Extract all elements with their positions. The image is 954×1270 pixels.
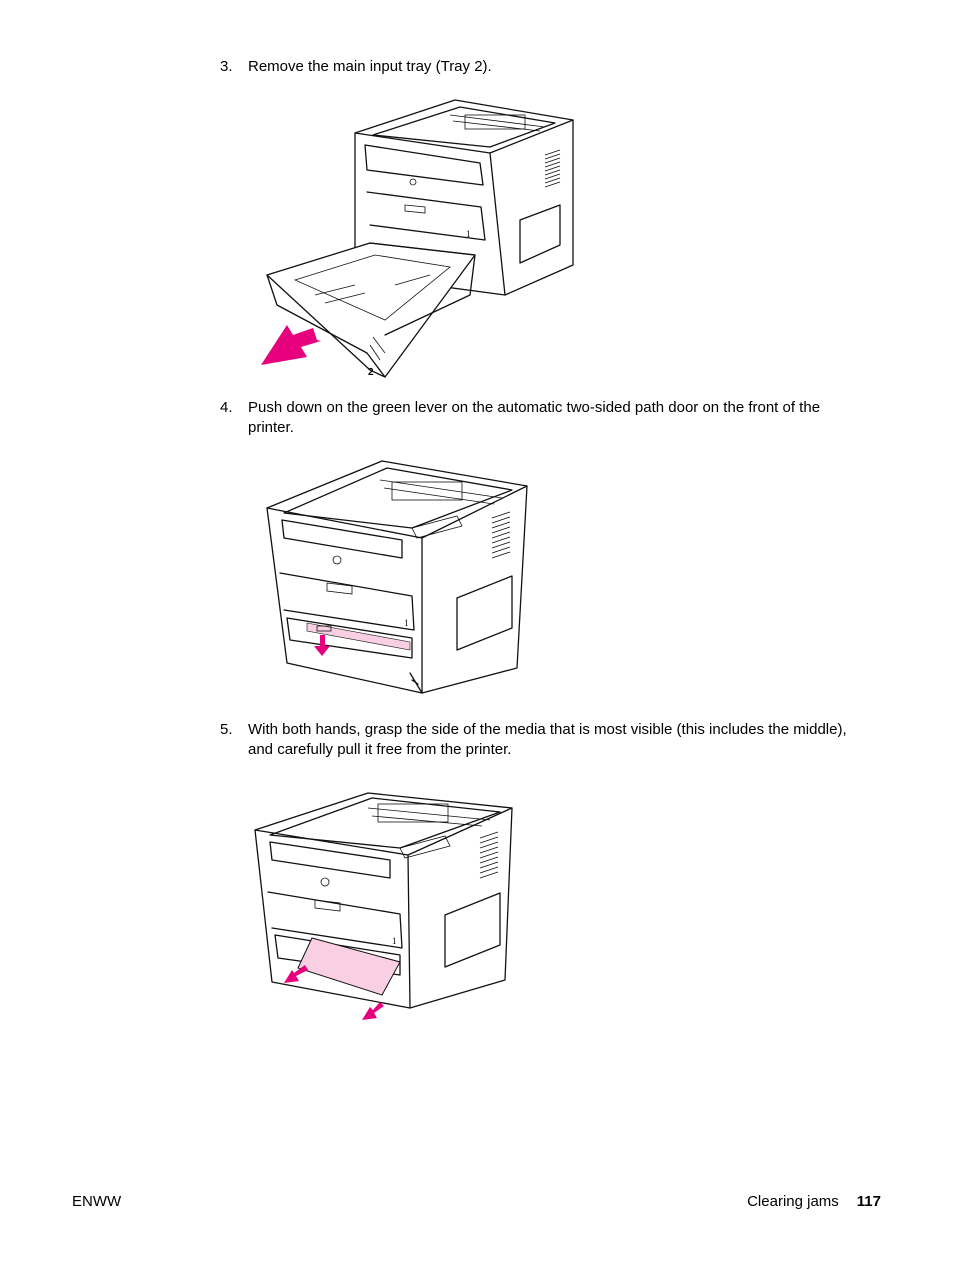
step-text: With both hands, grasp the side of the m… xyxy=(248,721,847,758)
step-text: Push down on the green lever on the auto… xyxy=(248,399,821,436)
pull-arrow-icon xyxy=(261,325,321,365)
step-text: Remove the main input tray (Tray 2). xyxy=(248,58,492,75)
pull-down-arrow-icon xyxy=(362,1002,384,1020)
section-title: Clearing jams xyxy=(747,1193,839,1210)
pull-left-arrow-icon xyxy=(284,965,308,983)
page-number: 117 xyxy=(856,1193,881,1210)
step-number: 3. xyxy=(220,58,233,75)
printer-duplex-door-illustration: 1 xyxy=(266,460,528,694)
tray-1-label: 1 xyxy=(392,936,397,946)
printer-pull-media-illustration: 1 xyxy=(254,792,513,1020)
tray-2-label: 2 xyxy=(368,367,374,378)
footer-right: Clearing jams 117 xyxy=(747,1192,881,1212)
tray-1-label: 1 xyxy=(404,618,409,628)
tray-1-label: 1 xyxy=(466,229,471,239)
printer-tray-removed-illustration: 1 2 xyxy=(261,99,574,378)
jammed-media xyxy=(297,937,401,996)
push-down-arrow-icon xyxy=(314,635,330,656)
step-number: 4. xyxy=(220,399,233,416)
footer-left: ENWW xyxy=(72,1193,122,1210)
step-number: 5. xyxy=(220,721,233,738)
